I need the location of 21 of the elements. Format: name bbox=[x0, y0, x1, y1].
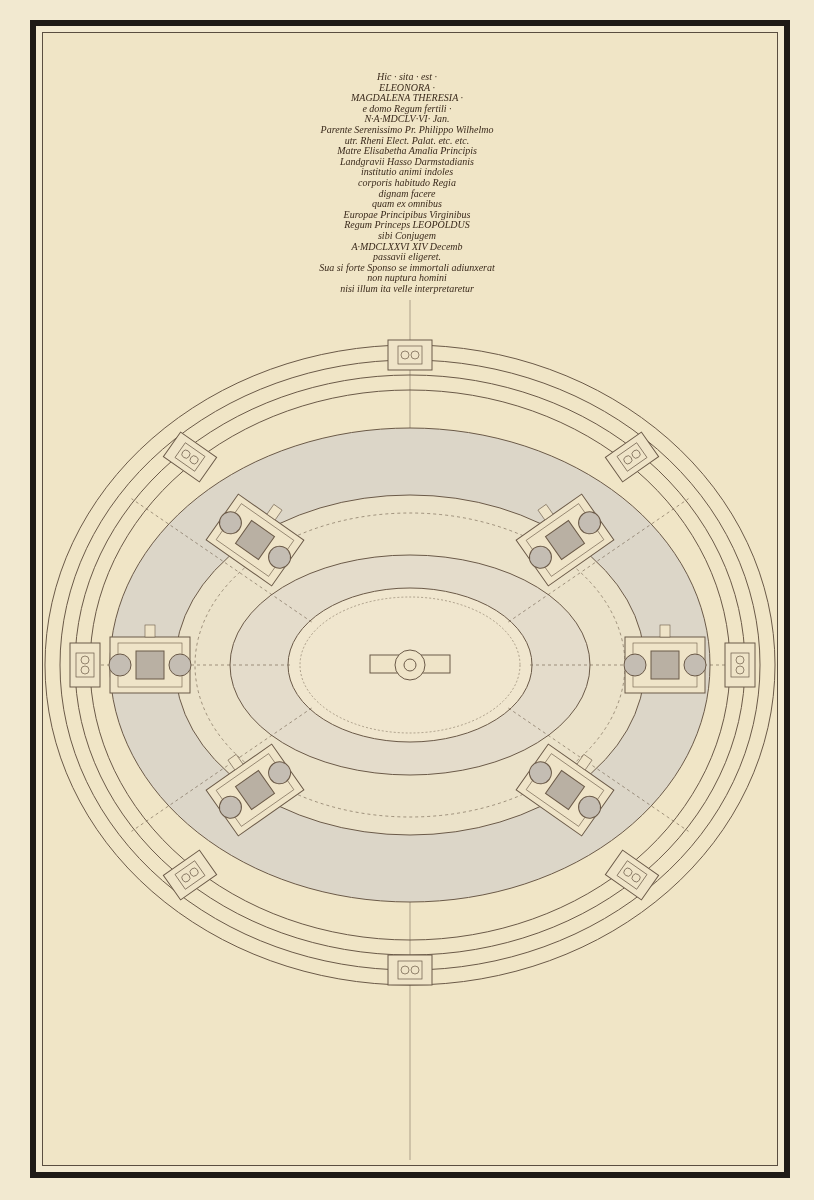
inscription-line: utr. Rheni Elect. Palat. etc. etc. bbox=[344, 135, 470, 147]
inscription-line: Matre Elisabetha Amalia Principis bbox=[337, 146, 477, 157]
inscription-line: ELEONORA · bbox=[379, 82, 435, 94]
inscription-line: N·A·MDCLV·VI· Jan. bbox=[364, 114, 450, 125]
inscription-line: Regum Princeps LEOPOLDUS bbox=[344, 220, 470, 231]
inscription-line: nisi illum ita velle interpretaretur bbox=[340, 283, 474, 295]
inscription-line: corporis habitudo Regia bbox=[358, 177, 456, 189]
inscription-line: passavii eligeret. bbox=[373, 252, 441, 263]
inscription-line: dignam facere bbox=[378, 188, 436, 200]
inscription-line: Landgravii Hasso Darmstadianis bbox=[340, 156, 474, 168]
inscription-line: MAGDALENA THERESIA · bbox=[350, 93, 464, 104]
inscription-line: A·MDCLXXVI XIV Decemb bbox=[351, 241, 463, 253]
inscription-line: non nuptura homini bbox=[367, 273, 447, 284]
inscription-line: Europae Principibus Virginibus bbox=[343, 209, 471, 221]
inscription-line: Parente Serenissimo Pr. Philippo Wilhelmo bbox=[320, 124, 494, 136]
inscription-line: quam ex omnibus bbox=[372, 199, 442, 210]
inscription-line: e domo Regum fertili · bbox=[362, 103, 452, 115]
inscription-line: sibi Conjugem bbox=[377, 230, 437, 242]
inscription-line: Sua si forte Sponso se immortali adiunxerat bbox=[319, 262, 495, 274]
inscription-line: institutio animi indoles bbox=[360, 167, 454, 178]
inscription-line: Hic · sita · est · bbox=[377, 72, 437, 83]
